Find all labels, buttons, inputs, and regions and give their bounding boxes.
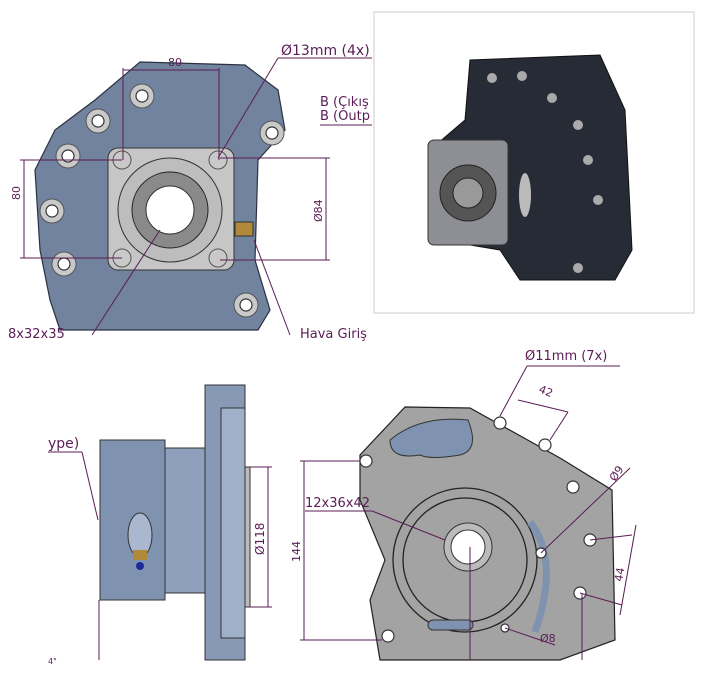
- hole-9-label: Ø9: [607, 463, 627, 483]
- input-spline-bore: [450, 529, 486, 565]
- hole-8-label: Ø8: [540, 632, 556, 645]
- air-inlet-label: Hava Giriş: [300, 327, 367, 342]
- side-view: Ø118 ype) 4": [48, 384, 272, 666]
- pilot-diameter-label: Ø118: [253, 523, 267, 555]
- spline-bore: [145, 185, 195, 235]
- height-144-label: 144: [290, 541, 303, 562]
- dim-42-label: 42: [537, 383, 555, 400]
- output-label-en: B (Outp: [320, 109, 370, 124]
- rear-view: Ø11mm (7x) 42 Ø9 44 144 12x36x42 Ø8: [290, 349, 637, 661]
- dim-44-label: 44: [612, 566, 627, 582]
- dim-width-label: 80: [168, 56, 182, 69]
- spline-label: 8x32x35: [8, 327, 65, 342]
- product-render-panel: [373, 11, 695, 314]
- bottom-note: 4": [48, 657, 57, 666]
- air-fitting: [234, 221, 254, 237]
- mount-holes-label: Ø11mm (7x): [525, 349, 607, 364]
- type-label: ype): [48, 436, 79, 452]
- bolt-holes-label: Ø13mm (4x): [281, 43, 370, 59]
- output-label-tr: B (Çıkış: [320, 95, 369, 110]
- flange-diameter-label: Ø84: [312, 199, 325, 222]
- front-view: 80 80 Ø13mm (4x) Ø84 8x32x35 Hava Giriş …: [8, 43, 372, 342]
- dim-height-label: 80: [10, 186, 23, 200]
- input-spline-label: 12x36x42: [305, 496, 370, 511]
